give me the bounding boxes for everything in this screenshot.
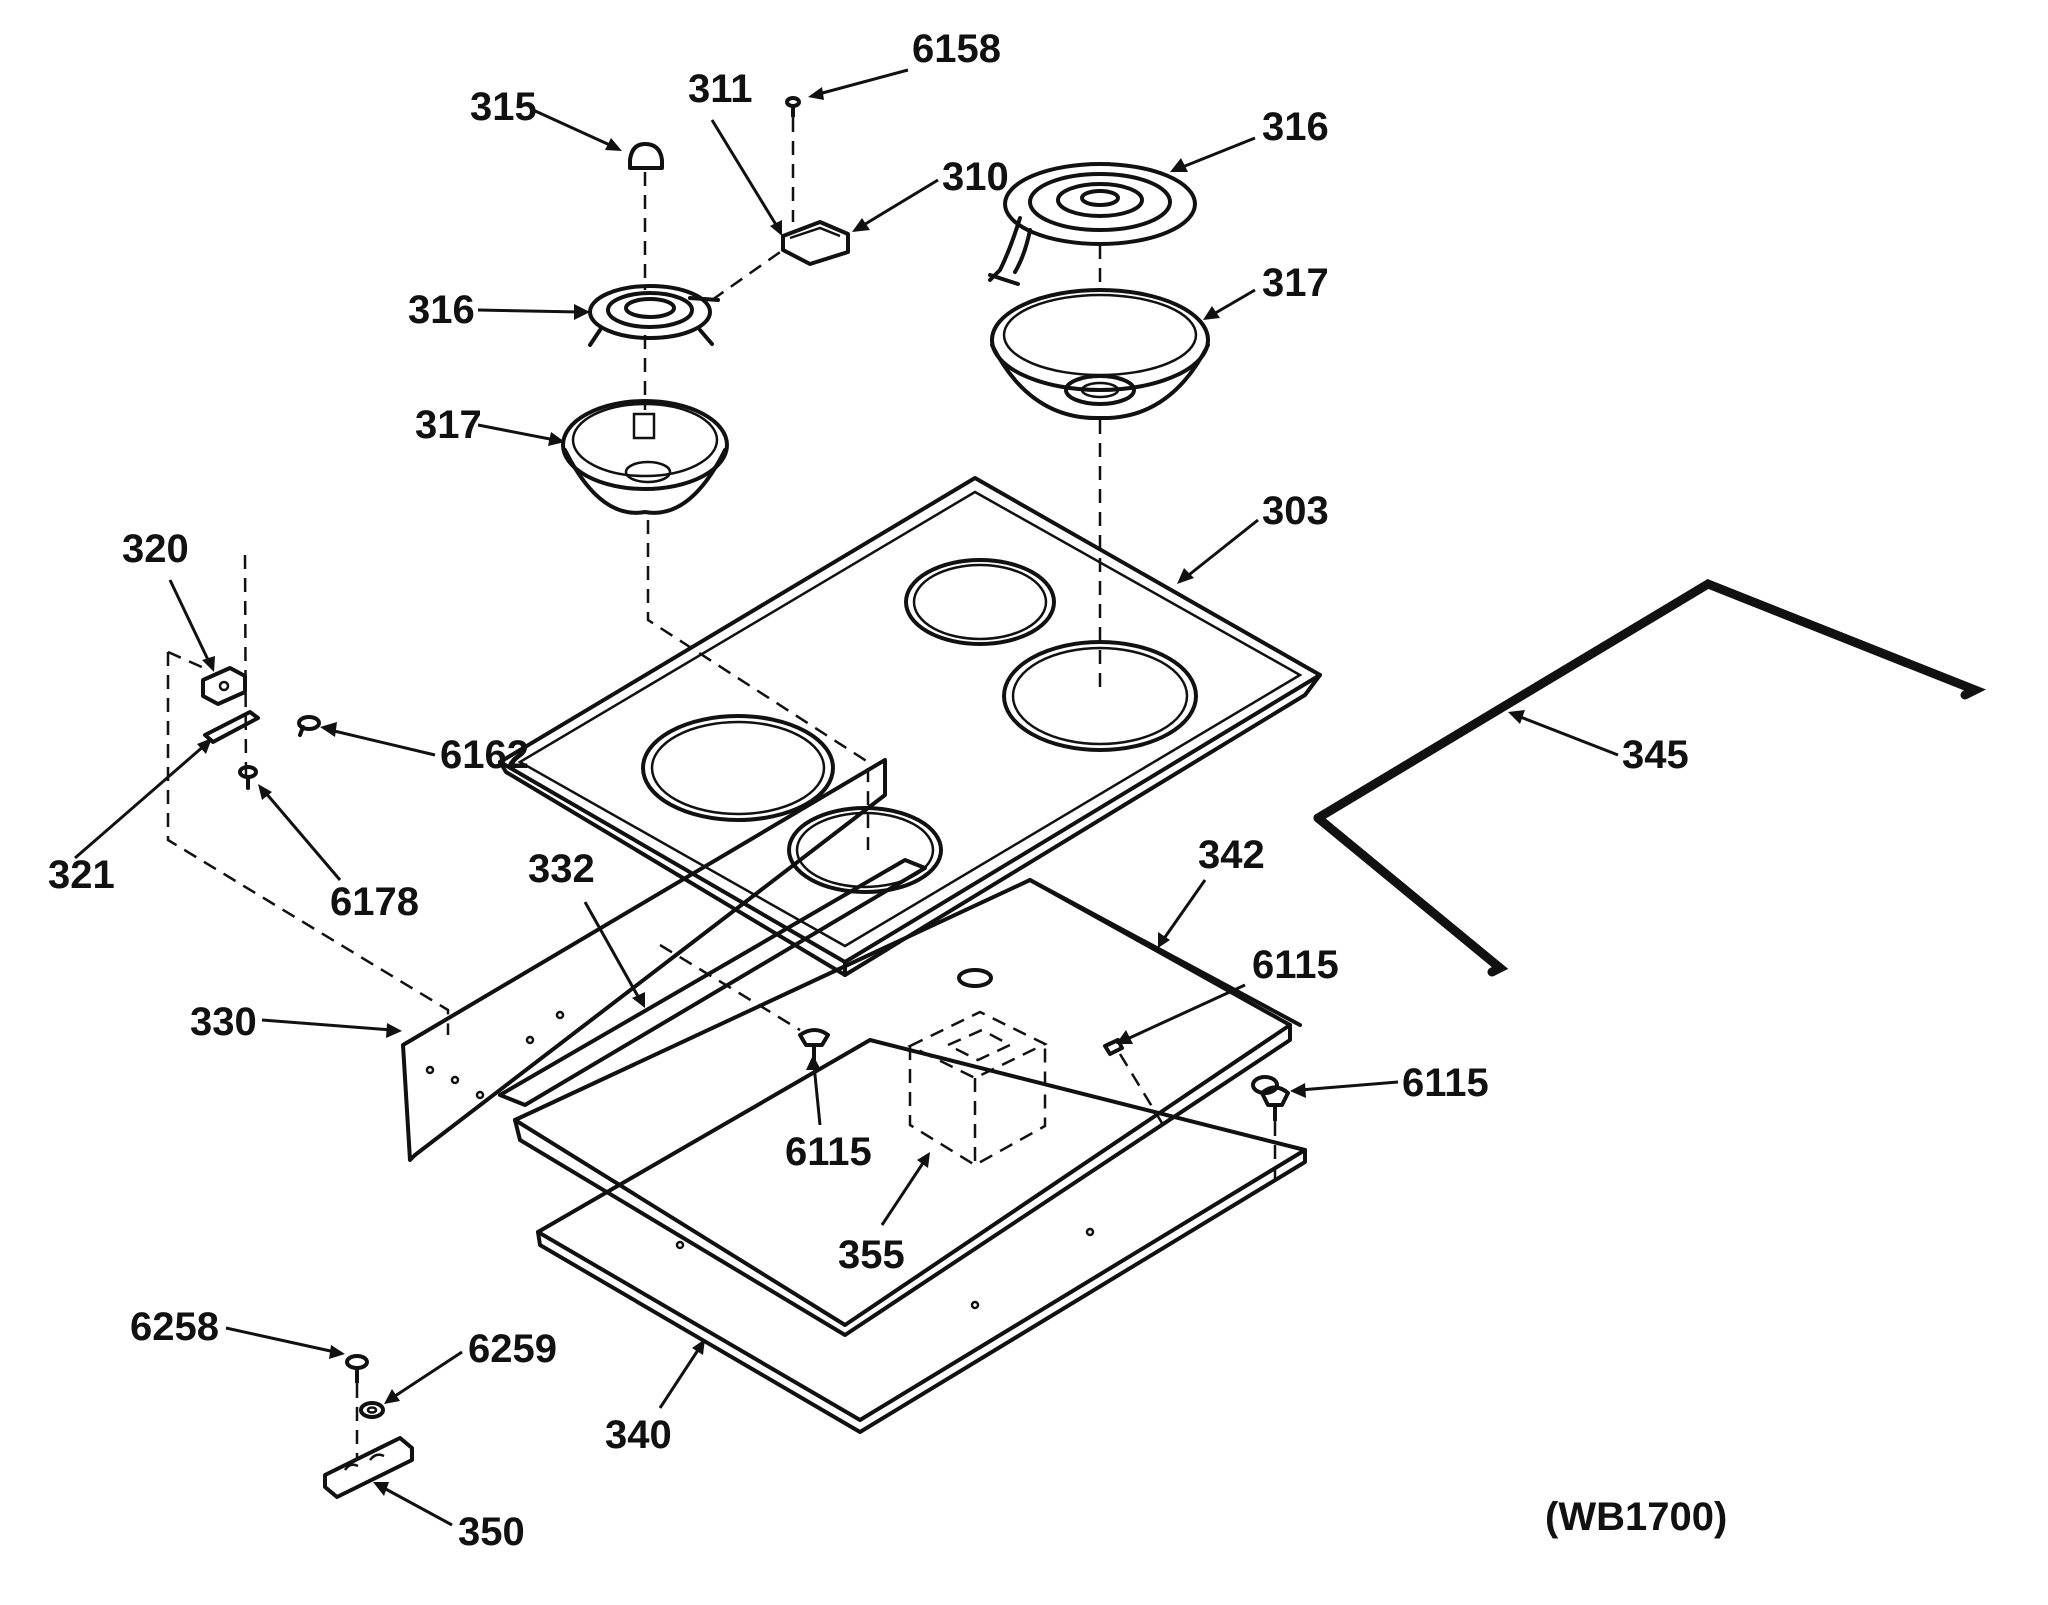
trim-332 [498,858,927,1107]
leader-lines [74,68,1619,1527]
label-345: 345 [1622,733,1689,777]
label-340: 340 [605,1413,672,1457]
label-315: 315 [470,85,537,129]
cooktop-main-top [498,476,1322,977]
drawing-code: (WB1700) [1545,1495,1727,1539]
label-6259: 6259 [468,1327,557,1371]
label-6115-top: 6115 [1252,943,1339,987]
bracket-top-dash [167,650,205,670]
screw-6158 [785,96,801,118]
label-317-left: 317 [415,403,482,447]
label-311: 311 [688,67,753,111]
label-6258: 6258 [130,1305,219,1349]
small-burner-drip-pan [561,399,729,515]
label-6162: 6162 [440,733,529,777]
insulation-block-355 [907,1010,1048,1167]
label-316-left: 316 [408,288,475,332]
bracket-320 [201,666,247,706]
label-330: 330 [190,1000,257,1044]
small-knob-cap [628,142,664,170]
label-303: 303 [1262,489,1329,533]
label-320: 320 [122,527,189,571]
screw-6115-center [798,1028,830,1062]
large-surface-element [988,162,1197,286]
part-labels: 6158 311 315 310 316 317 316 317 303 320… [48,27,1727,1554]
label-6178: 6178 [330,880,419,924]
assembly-centerlines [355,118,1277,1460]
label-310: 310 [942,155,1009,199]
front-rail-330 [401,758,887,1162]
label-6115-right: 6115 [1402,1061,1489,1105]
large-drip-pan [990,288,1210,421]
small-surface-element [588,284,720,347]
burner-box-342 [513,878,1302,1337]
label-355: 355 [838,1233,905,1277]
bracket-350 [323,1436,414,1499]
clip-321 [203,710,260,744]
washer-6259 [359,1401,385,1419]
rod-345 [1313,578,1987,823]
label-321: 321 [48,853,115,897]
rod-345-lower [1313,813,1509,977]
screw-6258 [345,1354,369,1384]
screws-6162-6178 [238,715,321,790]
label-332: 332 [528,847,595,891]
label-6158: 6158 [912,27,1001,71]
receptacle-block [781,220,850,266]
bracket-frame-dashes [166,652,450,1035]
screw-6115-top [1103,1038,1124,1056]
bracket-link-dashes [243,554,248,781]
label-6115-center: 6115 [785,1130,872,1174]
screw-6115-right [1260,1085,1290,1122]
label-317-right: 317 [1262,261,1329,305]
bottom-panel-340 [536,1038,1307,1434]
label-350: 350 [458,1510,525,1554]
label-342: 342 [1198,833,1265,877]
label-316-right: 316 [1262,105,1329,149]
